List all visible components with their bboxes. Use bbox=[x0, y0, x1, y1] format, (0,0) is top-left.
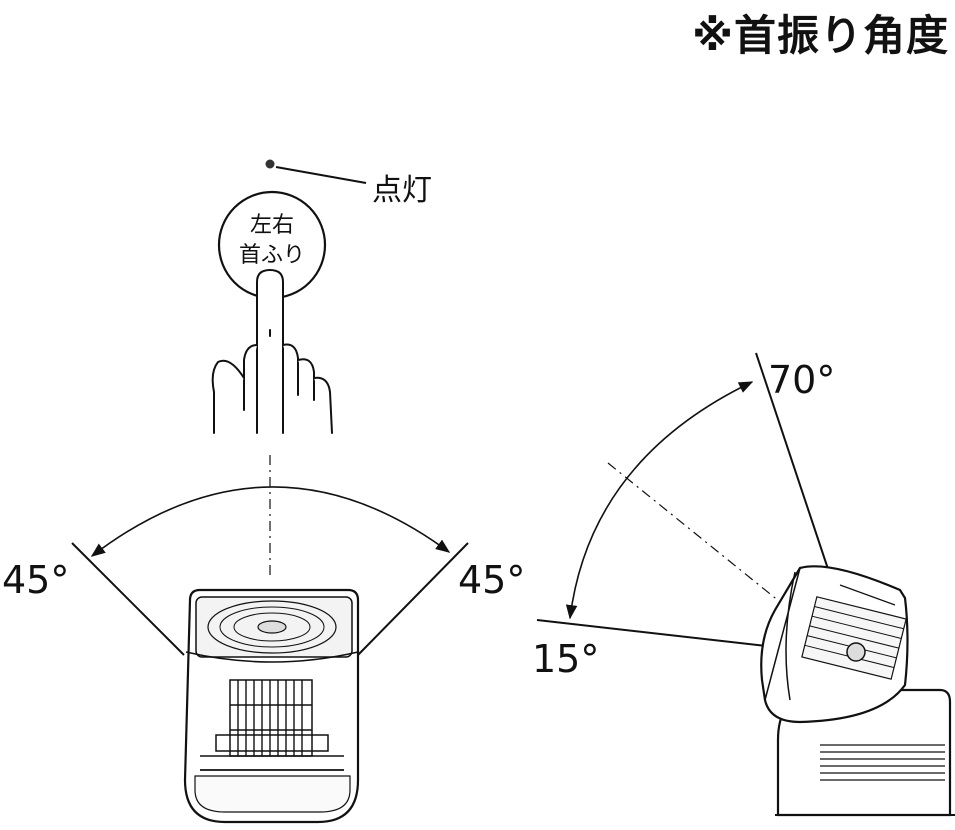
finger-press-icon bbox=[211, 269, 333, 434]
horizontal-swing-arc bbox=[90, 486, 451, 557]
upper-limit-line bbox=[755, 352, 831, 576]
horizontal-axis-line bbox=[607, 462, 791, 611]
page-title: ※首振り角度 bbox=[692, 11, 949, 60]
right-limit-line bbox=[357, 542, 469, 656]
swing-button-group: 点灯 左右 首ふり bbox=[211, 159, 432, 434]
upper-angle-label: 70° bbox=[768, 358, 835, 402]
vertical-swing-arc bbox=[565, 381, 754, 620]
horizontal-swing-diagram: 45° 45° bbox=[2, 455, 525, 824]
button-label-line2: 首ふり bbox=[239, 243, 305, 268]
right-angle-label: 45° bbox=[458, 558, 525, 602]
fan-front-illustration bbox=[183, 588, 360, 824]
lower-angle-label: 15° bbox=[532, 637, 599, 681]
indicator-leader-line bbox=[275, 166, 367, 184]
left-angle-label: 45° bbox=[2, 558, 69, 602]
button-label-line1: 左右 bbox=[250, 213, 294, 238]
indicator-label: 点灯 bbox=[372, 173, 432, 208]
indicator-lamp-icon bbox=[265, 159, 275, 169]
vertical-swing-diagram: 70° 15° bbox=[532, 352, 955, 817]
left-limit-line bbox=[71, 542, 185, 656]
fan-side-illustration bbox=[760, 565, 955, 817]
lower-limit-line bbox=[536, 619, 776, 648]
